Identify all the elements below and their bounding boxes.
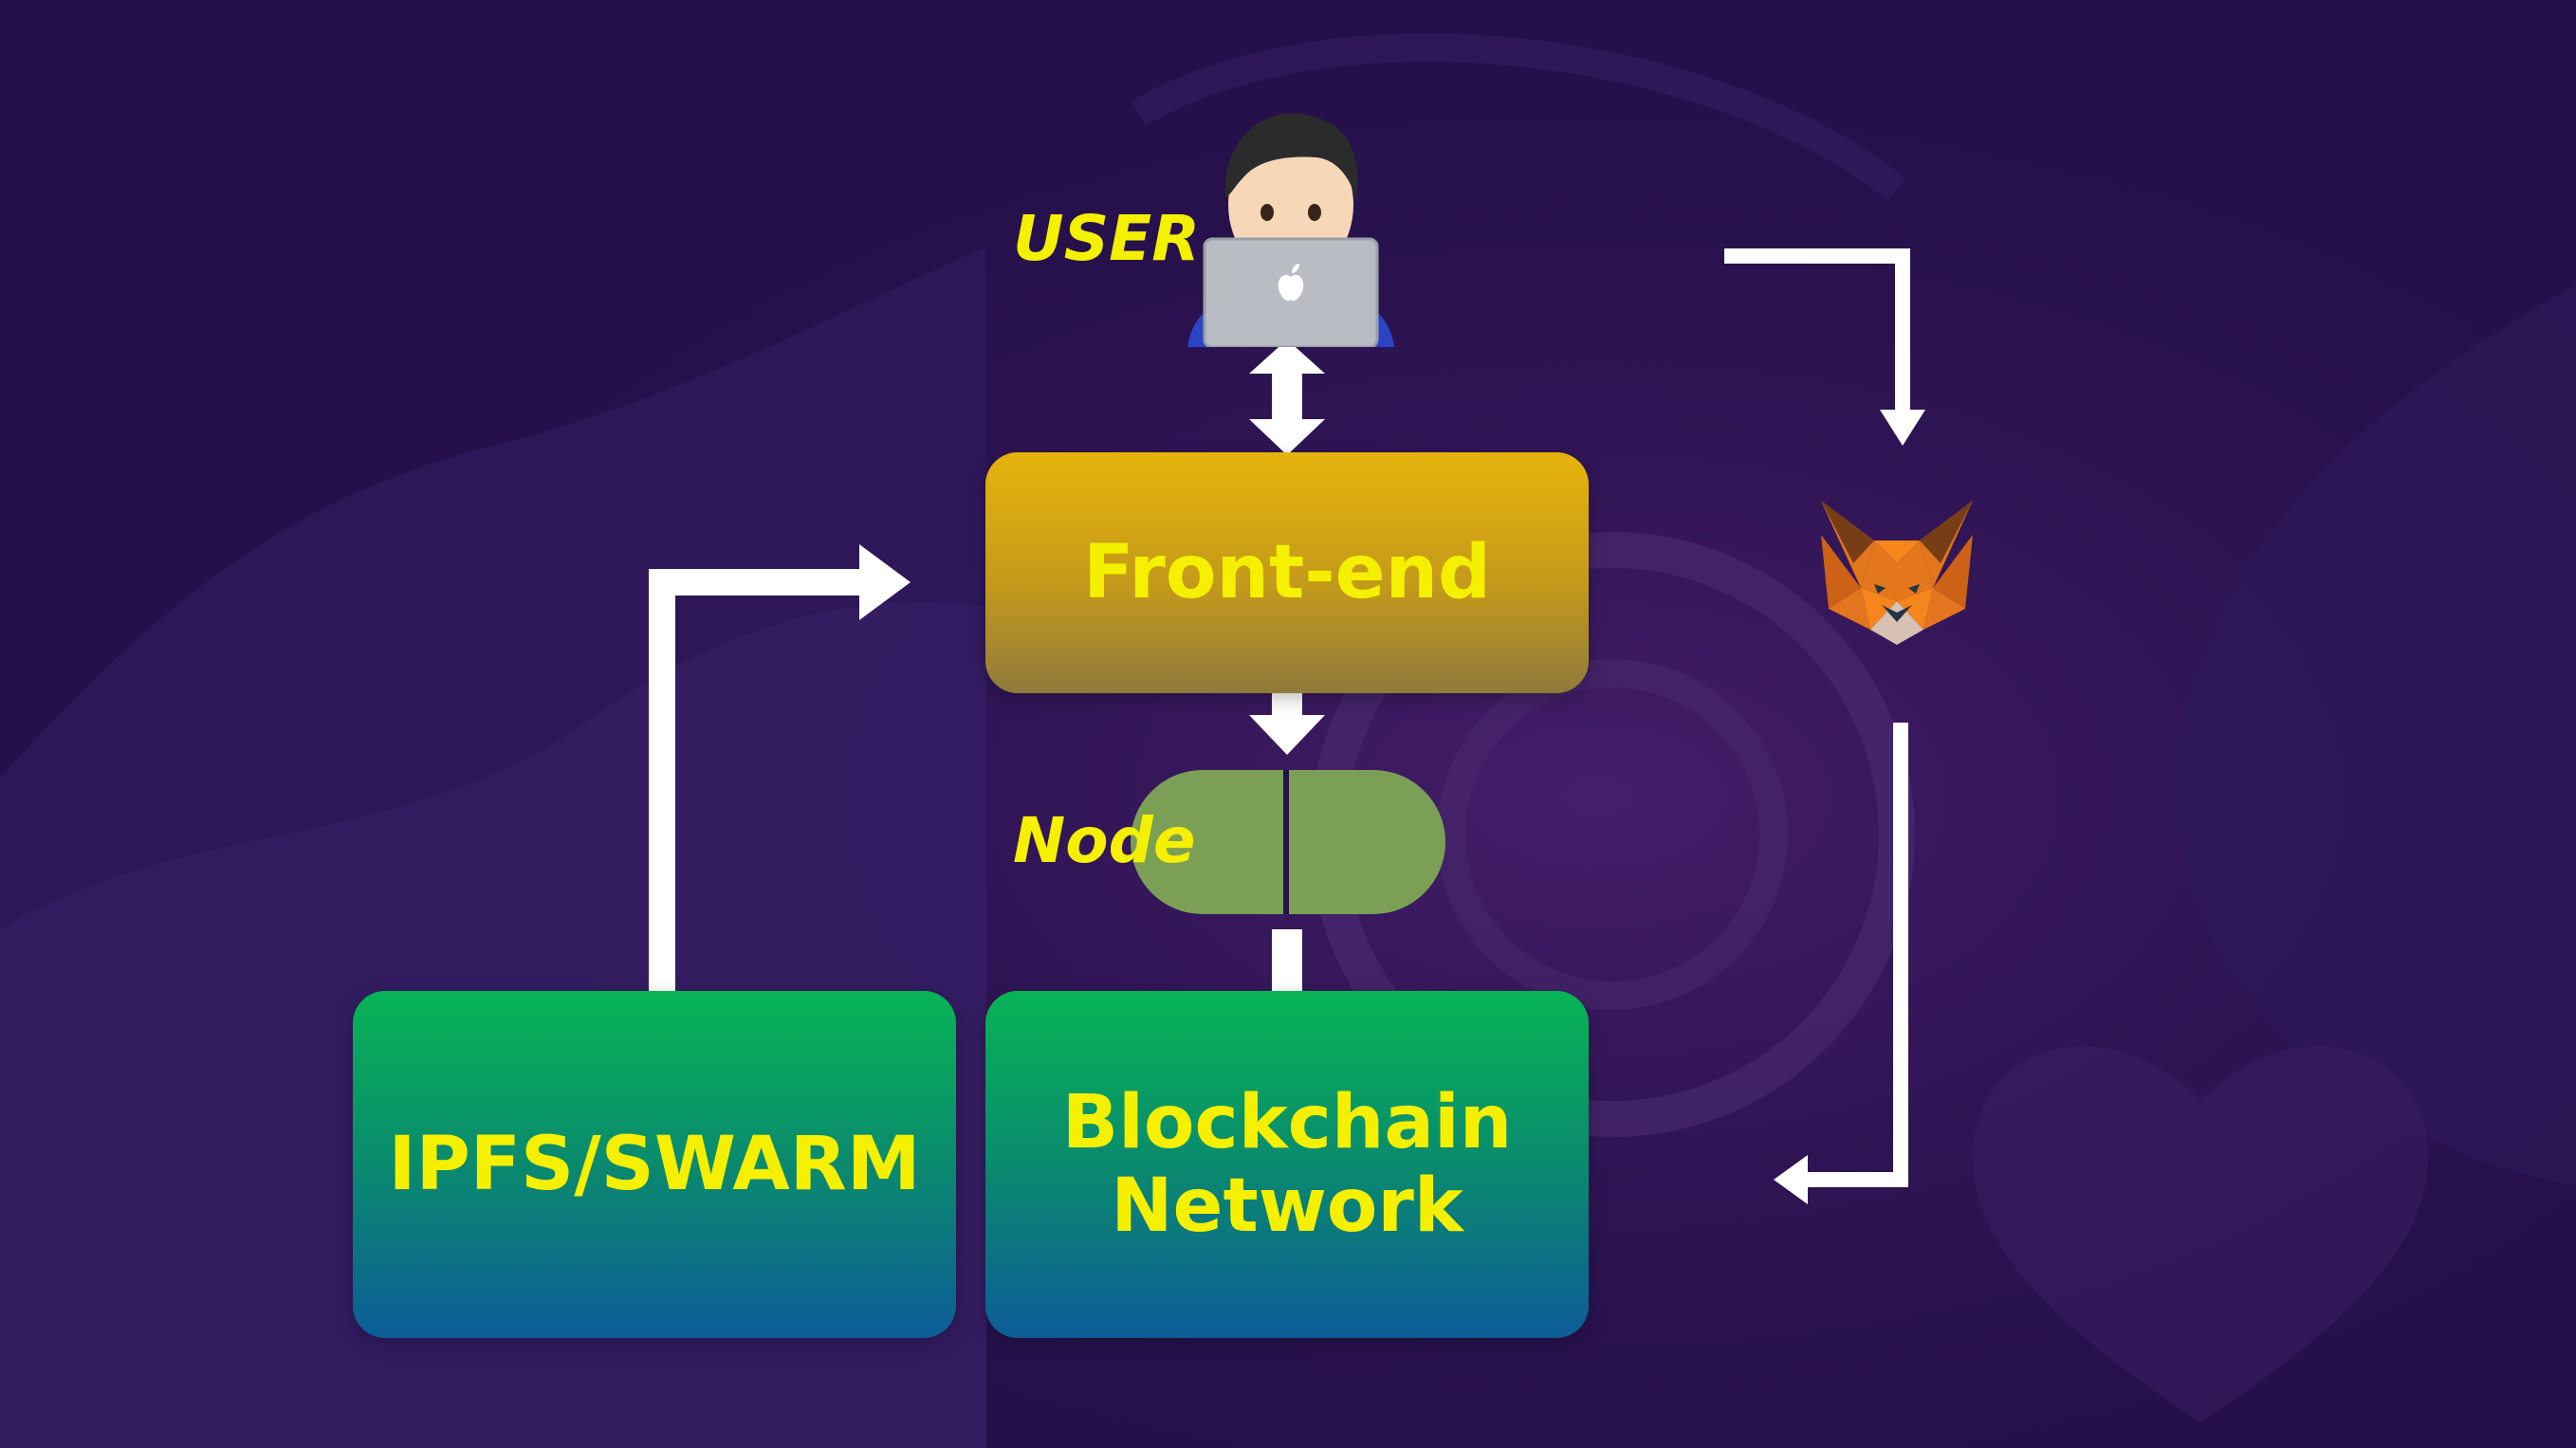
frontend-label: Front-end — [1083, 529, 1491, 615]
node-label: Node — [1013, 804, 1196, 877]
arrow-user-frontend — [1249, 339, 1325, 455]
frontend-box: Front-end — [985, 452, 1589, 693]
user-with-laptop-icon — [1187, 113, 1394, 347]
metamask-fox-icon — [1821, 501, 1973, 645]
blockchain-label-line2: Network — [1111, 1164, 1463, 1249]
arrow-to-metamask — [1724, 248, 1925, 446]
arrow-storage-frontend — [620, 544, 911, 1049]
blockchain-box: Blockchain Network — [985, 991, 1589, 1338]
storage-box: IPFS/SWARM — [353, 991, 956, 1338]
storage-label: IPFS/SWARM — [388, 1121, 921, 1207]
node-divider — [1283, 770, 1289, 914]
blockchain-label-line1: Blockchain — [1061, 1079, 1513, 1165]
user-label: USER — [1013, 202, 1201, 275]
arrow-metamask-blockchain — [1774, 723, 1908, 1204]
